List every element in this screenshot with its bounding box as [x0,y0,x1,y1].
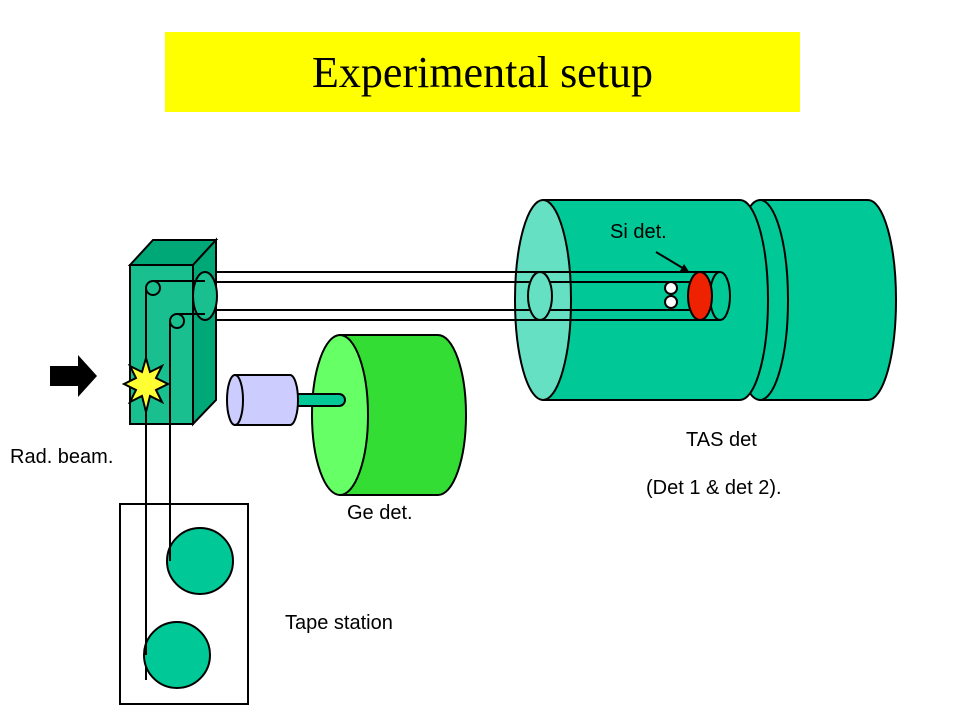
ge-detector [226,334,467,496]
implantation-block [127,237,219,680]
si-det-label: Si det. [610,221,667,243]
page-title: Experimental setup [312,47,653,97]
starburst-icon [121,354,171,413]
tape-reel [166,527,234,595]
rad-beam-label: Rad. beam. [10,446,113,468]
tape-reel [143,621,211,689]
tas-det-sublabel: (Det 1 & det 2). [646,477,782,499]
tas-det-label: TAS det [686,429,757,451]
tape-station [119,503,249,705]
beam-tube [205,271,731,321]
title-banner: Experimental setup [165,32,800,112]
si-det-pointer [655,251,690,273]
tape-station-label: Tape station [285,612,393,634]
tas-detector [514,199,897,401]
ge-det-label: Ge det. [347,502,413,524]
si-detector [687,271,713,321]
tape-rollers [664,281,678,309]
tas-det-1 [514,199,769,401]
right-arrow-icon [50,355,97,397]
